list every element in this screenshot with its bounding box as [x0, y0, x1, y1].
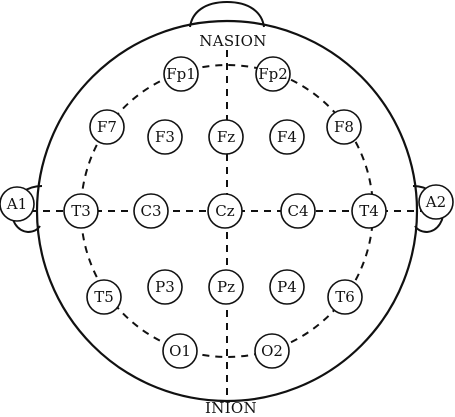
electrode-F8: F8	[326, 109, 362, 145]
electrode-label-T4: T4	[359, 202, 379, 220]
electrode-O2: O2	[254, 333, 290, 369]
electrode-A2: A2	[418, 184, 454, 220]
electrode-label-C4: C4	[287, 202, 308, 220]
inion-label: INION	[205, 399, 257, 417]
electrode-O1: O1	[162, 333, 198, 369]
electrode-label-O2: O2	[261, 342, 283, 360]
electrode-Fp1: Fp1	[163, 56, 199, 92]
electrode-Fz: Fz	[208, 119, 244, 155]
electrode-P4: P4	[269, 269, 305, 305]
electrode-label-F7: F7	[97, 118, 117, 136]
electrode-Cz: Cz	[207, 193, 243, 229]
electrode-Pz: Pz	[208, 269, 244, 305]
electrode-C4: C4	[280, 193, 316, 229]
electrode-label-T6: T6	[335, 288, 355, 306]
electrode-T5: T5	[86, 279, 122, 315]
electrode-label-P4: P4	[277, 278, 297, 296]
electrode-label-F4: F4	[277, 128, 297, 146]
electrode-label-Pz: Pz	[217, 278, 235, 296]
electrode-label-F8: F8	[334, 118, 354, 136]
electrode-label-T5: T5	[94, 288, 114, 306]
nasion-label: NASION	[199, 32, 266, 50]
electrode-label-Cz: Cz	[215, 202, 234, 220]
electrode-label-F3: F3	[155, 128, 175, 146]
electrode-label-O1: O1	[169, 342, 191, 360]
electrode-label-A2: A2	[425, 193, 446, 211]
nose-outline	[189, 0, 265, 28]
electrode-C3: C3	[133, 193, 169, 229]
electrode-label-C3: C3	[140, 202, 161, 220]
electrode-P3: P3	[147, 269, 183, 305]
electrode-label-T3: T3	[71, 202, 91, 220]
electrode-A1: A1	[0, 186, 35, 222]
electrode-label-P3: P3	[155, 278, 175, 296]
electrode-label-Fp1: Fp1	[166, 65, 196, 83]
electrode-label-Fz: Fz	[217, 128, 235, 146]
electrode-F7: F7	[89, 109, 125, 145]
electrode-label-Fp2: Fp2	[258, 65, 288, 83]
electrode-Fp2: Fp2	[255, 56, 291, 92]
electrode-T4: T4	[351, 193, 387, 229]
electrode-T6: T6	[327, 279, 363, 315]
electrode-T3: T3	[63, 193, 99, 229]
electrode-F3: F3	[147, 119, 183, 155]
electrode-label-A1: A1	[6, 195, 27, 213]
electrode-F4: F4	[269, 119, 305, 155]
